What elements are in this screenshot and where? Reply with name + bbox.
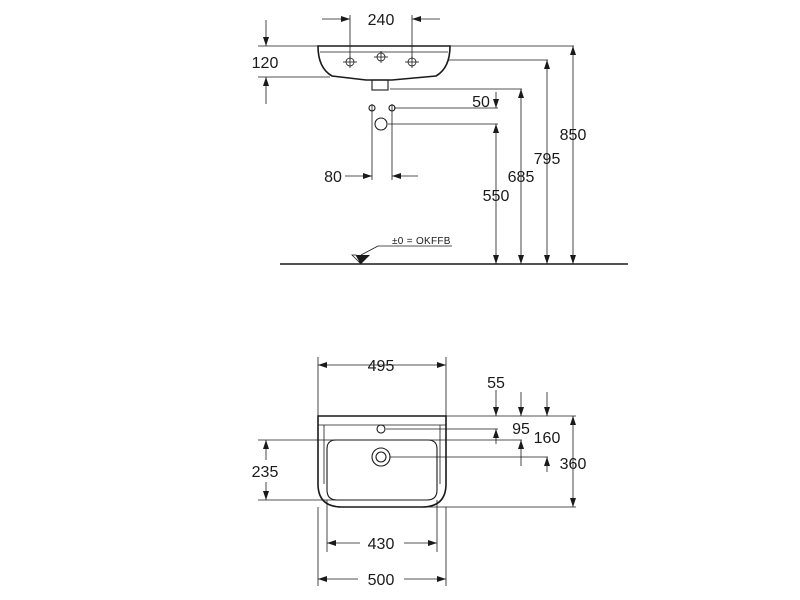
dim-label-500: 500 xyxy=(368,572,395,589)
dim-550: 550 xyxy=(483,124,510,264)
dim-235: 235 xyxy=(246,439,337,501)
dim-label-240: 240 xyxy=(368,12,395,29)
dim-label-120: 120 xyxy=(252,55,279,72)
dim-240: 240 xyxy=(322,12,440,60)
dim-95: 95 xyxy=(512,392,530,466)
dim-label-850: 850 xyxy=(560,127,587,144)
dim-label-160: 160 xyxy=(534,430,561,447)
side-view: 240 120 80 xyxy=(252,12,628,265)
dim-label-235: 235 xyxy=(252,464,279,481)
dim-label-360: 360 xyxy=(560,456,587,473)
dim-label-80: 80 xyxy=(324,169,342,186)
dim-label-95: 95 xyxy=(512,421,530,438)
dim-label-495: 495 xyxy=(368,358,395,375)
dim-label-685: 685 xyxy=(508,169,535,186)
top-view: 495 55 95 160 xyxy=(246,357,586,589)
waste-outer xyxy=(371,447,391,467)
dim-495: 495 xyxy=(317,357,447,416)
waste-spigot xyxy=(371,79,389,91)
dim-850: 850 xyxy=(560,46,587,264)
dim-label-50: 50 xyxy=(472,94,490,111)
basin-side-outline xyxy=(317,45,451,81)
dim-label-550: 550 xyxy=(483,188,510,205)
dim-685: 685 xyxy=(508,89,535,264)
waste-outlet xyxy=(374,117,388,131)
dim-80: 80 xyxy=(324,104,418,186)
dim-160: 160 xyxy=(534,392,561,472)
dim-50: 50 xyxy=(472,92,499,111)
dim-360: 360 xyxy=(560,416,587,507)
waste-inner xyxy=(375,451,387,463)
floor-level-marker: ±0 = OKFFB xyxy=(351,236,452,265)
dim-430: 430 xyxy=(326,500,438,553)
tap-hole xyxy=(376,424,386,434)
floor-reference-label: ±0 = OKFFB xyxy=(392,236,451,247)
dim-label-55: 55 xyxy=(487,375,505,392)
dim-55: 55 xyxy=(487,375,505,444)
dim-label-430: 430 xyxy=(368,536,395,553)
basin-bowl xyxy=(326,439,438,501)
dim-120: 120 xyxy=(252,20,330,104)
dim-500: 500 xyxy=(317,507,447,589)
dim-label-795: 795 xyxy=(534,151,561,168)
dim-795: 795 xyxy=(534,60,561,264)
tap-hole-markers xyxy=(343,51,419,68)
